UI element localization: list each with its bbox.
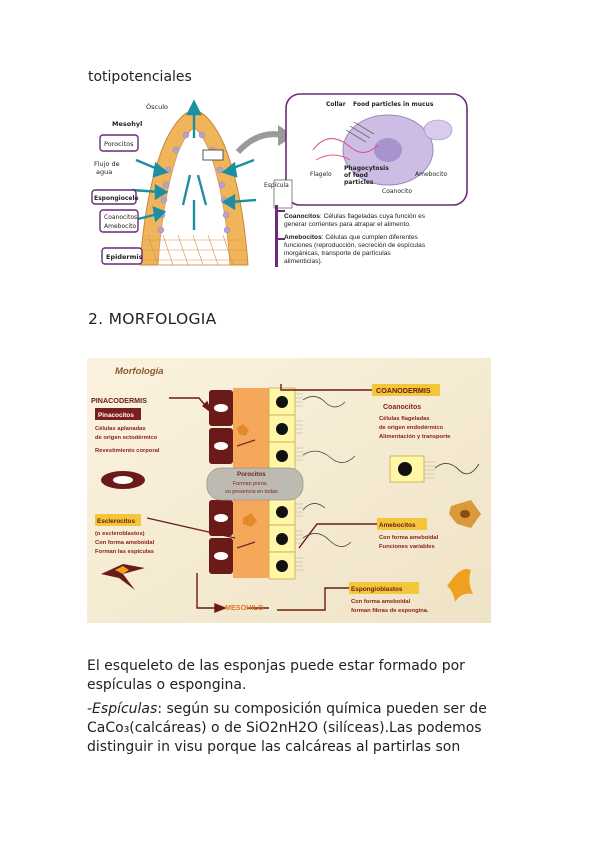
label-phago-1: Phagocytosis — [344, 165, 389, 172]
desc-coanocitos-2: generar corrientes para atrapar el alime… — [284, 221, 411, 228]
label-flagelo: Flagelo — [310, 171, 332, 178]
label-coanocitos: Coanocitos — [383, 404, 421, 411]
label-coanodermis: COANODERMIS — [376, 386, 431, 395]
desc-amebocitos-2: funciones (reproducción, secreción de es… — [284, 242, 426, 249]
poro-line-1: Forman poros — [233, 481, 267, 487]
esp-line-2: forman fibras de espongina. — [351, 608, 429, 614]
poro-line-2: su presencia en todas — [225, 489, 278, 495]
paragraph-espiculas-line-1: -Espículas: según su composición química… — [87, 700, 487, 719]
label-coanocito-right: Coanocito — [382, 188, 412, 195]
label-espicula: Espícula — [264, 182, 289, 189]
desc-amebocitos-3: inorgánicas, transporte de partículas — [284, 250, 391, 257]
heading-morfologia: 2. MORFOLOGIA — [88, 310, 217, 328]
label-phago-3: particles — [344, 179, 374, 186]
label-pinacodermis: PINACODERMIS — [91, 396, 147, 405]
escl-line-2: Con forma ameboidal — [95, 540, 155, 546]
label-flujo-l1: Flujo de — [94, 160, 120, 168]
paragraph-espiculas-line-3: distinguir in visu porque las calcáreas … — [87, 739, 461, 755]
label-flujo-l2: agua — [96, 168, 112, 176]
coano-line-2: de origen endodérmico — [379, 425, 444, 431]
escl-line-3: Forman las espículas — [95, 549, 154, 555]
desc-coanocitos-1: Coanocitos: Células flageladas cuya func… — [284, 213, 426, 220]
label-food: Food particles in mucus — [353, 101, 434, 108]
label-amebocito: Amebocito — [104, 223, 136, 230]
pinaco-line-3: Revestimiento corporal — [95, 448, 160, 454]
espiculas-text: : según su composición química pueden se… — [157, 701, 487, 717]
morphology-figure: Morfología — [87, 358, 491, 623]
top-word: totipotenciales — [88, 69, 192, 85]
label-porocitos: Porocitos — [104, 140, 134, 148]
paragraph-espiculas-line-2: CaCo₃(calcáreas) o de SiO2nH2O (silíceas… — [87, 720, 482, 736]
label-pinacocitos: Pinacocitos — [98, 412, 134, 419]
label-collar: Collar — [326, 101, 346, 108]
ameb-line-1: Con forma ameboidal — [379, 535, 439, 541]
escl-line-1: (o escleroblastos) — [95, 531, 145, 537]
label-esclerocitos: Esclerocitos — [97, 518, 135, 525]
label-espongioblastos: Espongioblastos — [351, 586, 403, 593]
label-amebocitos: Amebocitos — [379, 522, 416, 529]
sponge-anatomy-figure: Ósculo Mesohyl Porocitos Flujo de agua E… — [88, 90, 469, 271]
paragraph-esqueleto-line-2: espículas o espongina. — [87, 677, 247, 693]
coano-line-1: Células flageladas — [379, 416, 430, 422]
label-epidermis: Epidermis — [106, 253, 143, 261]
label-osculo: Ósculo — [146, 102, 168, 111]
label-mesohilo: MESOHILO — [225, 603, 264, 612]
esp-line-1: Con forma ameboidal — [351, 599, 411, 605]
label-porocitos: Porocitos — [237, 471, 266, 478]
desc-amebocitos-1: Amebocitos: Células que cumplen diferent… — [284, 234, 418, 241]
espiculas-term: -Espículas — [87, 701, 158, 717]
pinaco-line-1: Células aplanadas — [95, 426, 146, 432]
label-amebocito-right: Amebocito — [415, 171, 447, 178]
label-mesohyl: Mesohyl — [112, 120, 142, 128]
ameb-line-2: Funciones variables — [379, 544, 435, 550]
pinaco-line-2: de origen ectodérmico — [95, 435, 158, 441]
label-coanocitos: Coanocitos — [104, 214, 137, 221]
label-espongiocele: Espongiocele — [94, 195, 139, 202]
coano-line-3: Alimentación y transporte — [379, 434, 451, 440]
label-phago-2: of food — [344, 172, 368, 179]
desc-amebocitos-4: alimenticias). — [284, 258, 323, 265]
fig2-title: Morfología — [115, 366, 164, 377]
paragraph-esqueleto-line-1: El esqueleto de las esponjas puede estar… — [87, 658, 465, 674]
